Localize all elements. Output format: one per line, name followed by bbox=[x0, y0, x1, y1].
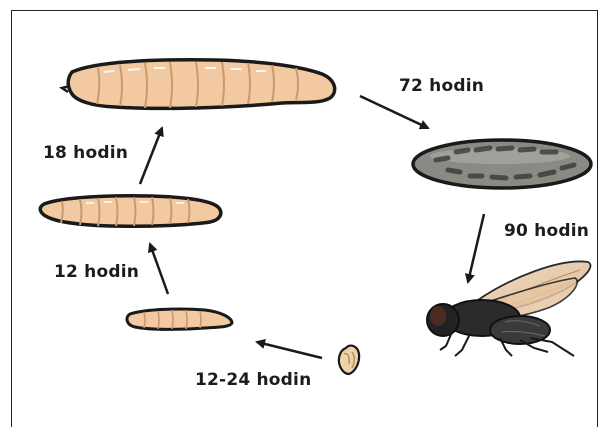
label-larva2-to-larva3: 18 hodin bbox=[43, 143, 128, 163]
arrow-pupa-to-fly bbox=[468, 214, 484, 282]
egg bbox=[339, 346, 359, 374]
label-larva1-to-larva2: 12 hodin bbox=[54, 262, 139, 282]
arrow-egg-to-larva-small bbox=[257, 342, 322, 358]
pupa bbox=[413, 140, 591, 188]
arrow-larva-small-to-medium bbox=[150, 244, 168, 294]
arrow-larva-medium-to-large bbox=[140, 128, 162, 184]
label-pupa-to-fly: 90 hodin bbox=[504, 221, 589, 241]
larva-large bbox=[62, 60, 335, 109]
larva-small bbox=[127, 309, 232, 329]
label-egg-to-larva1: 12-24 hodin bbox=[195, 370, 311, 390]
label-larva3-to-pupa: 72 hodin bbox=[399, 76, 484, 96]
larva-medium bbox=[40, 196, 221, 227]
adult-fly bbox=[427, 261, 590, 356]
arrow-larva-large-to-pupa bbox=[360, 96, 428, 128]
